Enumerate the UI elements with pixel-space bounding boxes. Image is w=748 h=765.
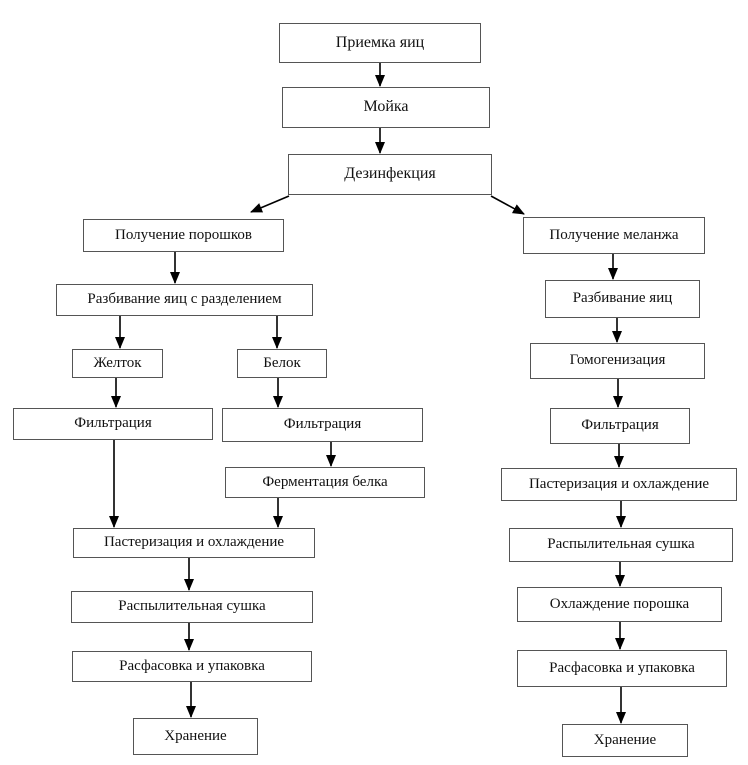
node-white: Белок — [237, 349, 327, 378]
arrow-disinfection-powder-branch — [250, 195, 290, 213]
node-spray-drying-right: Распылительная сушка — [509, 528, 733, 562]
node-fermentation-white: Ферментация белка — [225, 467, 425, 498]
node-melange-branch: Получение меланжа — [523, 217, 705, 254]
node-pasteurization-right: Пастеризация и охлаждение — [501, 468, 737, 501]
node-storage-right: Хранение — [562, 724, 688, 757]
node-powder-cooling: Охлаждение порошка — [517, 587, 722, 622]
node-yolk: Желток — [72, 349, 163, 378]
node-filtration-right: Фильтрация — [550, 408, 690, 444]
node-pasteurization-left: Пастеризация и охлаждение — [73, 528, 315, 558]
arrow-disinfection-melange-branch — [490, 195, 525, 215]
node-reception: Приемка яиц — [279, 23, 481, 63]
node-breaking-eggs: Разбивание яиц — [545, 280, 700, 318]
node-filtration-yolk: Фильтрация — [13, 408, 213, 440]
node-powder-branch: Получение порошков — [83, 219, 284, 252]
node-homogenization: Гомогенизация — [530, 343, 705, 379]
node-washing: Мойка — [282, 87, 490, 128]
node-storage-left: Хранение — [133, 718, 258, 755]
node-disinfection: Дезинфекция — [288, 154, 492, 195]
node-packing-right: Расфасовка и упаковка — [517, 650, 727, 687]
node-filtration-white: Фильтрация — [222, 408, 423, 442]
node-spray-drying-left: Распылительная сушка — [71, 591, 313, 623]
node-breaking-separation: Разбивание яиц с разделением — [56, 284, 313, 316]
node-packing-left: Расфасовка и упаковка — [72, 651, 312, 682]
